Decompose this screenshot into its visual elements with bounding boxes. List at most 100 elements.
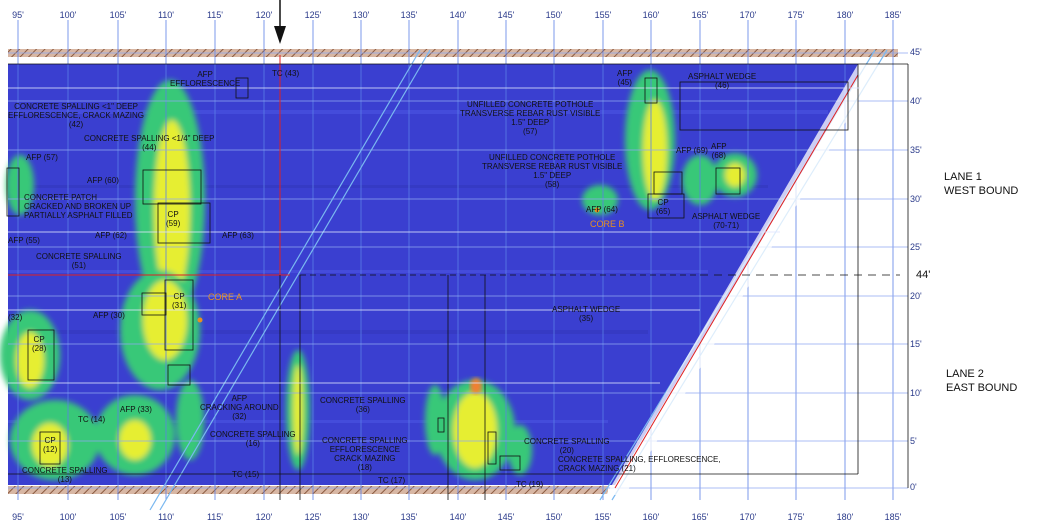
anomaly-regions [0,70,757,480]
annotation: CP (59) [166,210,181,228]
annotation: AFP (63) [222,231,254,240]
annotation: UNFILLED CONCRETE POTHOLE TRANSVERSE REB… [482,153,623,189]
core-a-label: CORE A [208,292,243,302]
annotation: UNFILLED CONCRETE POTHOLE TRANSVERSE REB… [460,100,601,136]
x-tick: 95' [12,10,24,20]
annotation: AFP (45) [617,69,633,87]
lane-2-label: LANE 2 EAST BOUND [946,368,1018,394]
bottom-curb-hatch [8,486,608,494]
annotation: CP (12) [43,436,58,454]
annotation: CONCRETE PATCH CRACKED AND BROKEN UP PAR… [24,193,133,220]
y-tick: 5' [910,436,917,446]
core-a-marker [197,317,203,323]
y-tick: 0' [910,482,917,492]
lane-dividers [8,87,860,384]
y-tick: 10' [910,388,922,398]
x-tick: 110' [157,512,175,522]
x-tick: 110' [157,10,175,20]
annotation: CONCRETE SPALLING EFFLORESCENCE CRACK MA… [322,436,408,472]
x-tick: 95' [12,512,24,522]
x-tick: 185' [884,10,902,20]
x-tick: 115' [206,512,224,522]
annotation: CONCRETE SPALLING <1" DEEP EFFLORESCENCE… [8,102,145,129]
annotation: (32) [8,313,23,322]
x-tick: 120' [255,512,273,522]
x-tick: 135' [400,10,418,20]
annotation: CONCRETE SPALLING (36) [320,396,406,414]
annotation: CONCRETE SPALLING (20) [524,437,610,455]
annotation: AFP (64) [586,205,618,214]
y-tick: 40' [910,96,922,106]
annotation: AFP (68) [711,142,727,160]
x-tick: 175' [787,10,805,20]
station-arrow [274,0,286,44]
annotation: CONCRETE SPALLING (13) [22,466,108,484]
annotation: CONCRETE SPALLING (16) [210,430,296,448]
annotation: ASPHALT WEDGE (70-71) [692,212,761,230]
x-tick: 150' [545,10,563,20]
x-tick: 120' [255,10,273,20]
x-tick: 160' [642,10,660,20]
width-label: 44' [916,269,931,281]
annotation: AFP (60) [87,176,119,185]
x-tick: 170' [739,10,757,20]
core-b-label: CORE B [590,219,625,229]
x-tick: 130' [352,512,370,522]
annotation: CONCRETE SPALLING <1/4" DEEP (44) [84,134,215,152]
annotation: CP (31) [172,292,187,310]
x-tick: 130' [352,10,370,20]
annotation: AFP (33) [120,405,152,414]
annotation: AFP (57) [26,153,58,162]
y-tick: 20' [910,291,922,301]
annotation: TC (17) [378,476,406,485]
annotation: CP (65) [656,198,671,216]
x-tick: 105' [109,10,127,20]
annotation: TC (43) [272,69,300,78]
x-tick: 165' [691,512,709,522]
y-tick: 45' [910,47,922,57]
lane-1-label: LANE 1 WEST BOUND [944,171,1019,197]
annotation: AFP (69) [676,146,708,155]
x-tick: 135' [400,512,418,522]
x-tick: 145' [497,10,515,20]
annotation: CP (28) [32,335,47,353]
x-tick: 170' [739,512,757,522]
x-tick: 155' [594,512,612,522]
outline-lines [8,63,909,500]
x-tick: 100' [59,10,77,20]
x-tick: 115' [206,10,224,20]
x-tick: 140' [449,10,467,20]
x-tick: 175' [787,512,805,522]
y-tick: 15' [910,339,922,349]
annotation: ASPHALT WEDGE (35) [552,305,621,323]
annotation: AFP (55) [8,236,40,245]
annotation: TC (15) [232,470,260,479]
red-lines [8,55,859,489]
annotation: CONCRETE SPALLING (51) [36,252,122,270]
annotation: TC (19) [516,480,544,489]
x-tick: 100' [59,512,77,522]
x-tick: 145' [497,512,515,522]
annotation: AFP CRACKING AROUND (32) [200,394,279,421]
x-tick: 160' [642,512,660,522]
annotation: AFP (62) [95,231,127,240]
x-tick: 180' [836,512,854,522]
feature-boxes [6,77,849,471]
x-tick: 105' [109,512,127,522]
y-tick: 25' [910,242,922,252]
grid-horizontal [8,52,908,489]
x-tick: 185' [884,512,902,522]
x-tick: 165' [691,10,709,20]
annotation: AFP EFFLORESCENCE [170,70,241,88]
annotation: AFP (30) [93,311,125,320]
hot-core [470,378,482,394]
annotation: CONCRETE SPALLING, EFFLORESCENCE, CRACK … [558,455,721,473]
x-tick: 125' [304,512,322,522]
x-tick: 180' [836,10,854,20]
y-tick: 35' [910,145,922,155]
x-tick: 155' [594,10,612,20]
x-tick: 150' [545,512,563,522]
x-tick: 140' [449,512,467,522]
y-tick: 30' [910,194,922,204]
